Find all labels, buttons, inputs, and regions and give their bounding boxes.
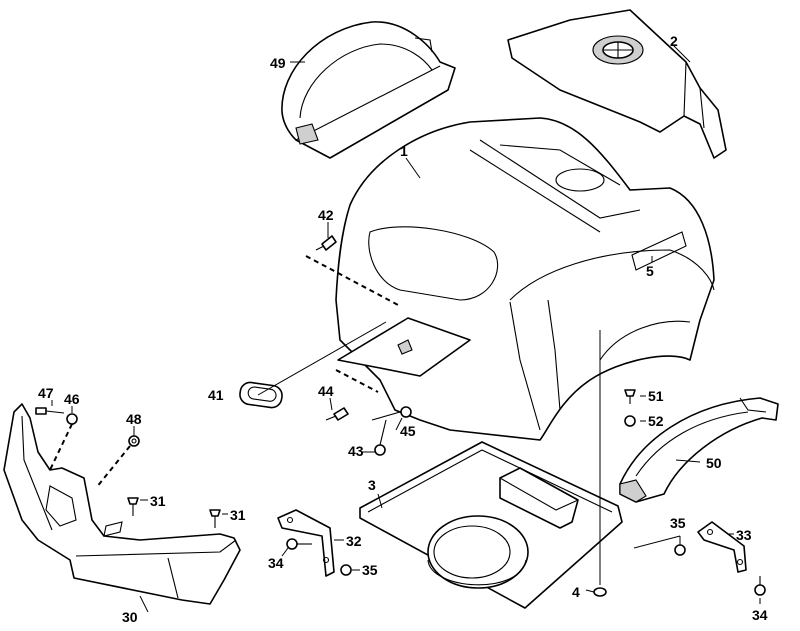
fastener-35-nut-left[interactable] [340, 564, 352, 576]
callout-2: 2 [670, 33, 678, 49]
callout-41: 41 [208, 387, 224, 403]
callout-52: 52 [648, 413, 664, 429]
part-33-bracket[interactable] [697, 521, 747, 573]
part-50-fender[interactable] [619, 397, 779, 503]
part-49-seat-cover[interactable] [281, 21, 456, 159]
callout-34-right: 34 [752, 607, 768, 623]
part-3-floor-tray[interactable] [359, 441, 623, 609]
callout-1: 1 [400, 143, 408, 159]
part-30-front-bumper[interactable] [3, 403, 241, 605]
assembly-line-48 [95, 445, 131, 489]
callout-45: 45 [400, 423, 416, 439]
fastener-47-screw[interactable] [35, 407, 65, 415]
fastener-45-clip[interactable] [371, 406, 412, 421]
callout-50: 50 [706, 455, 722, 471]
fastener-35-nut-right[interactable] [674, 544, 686, 556]
callout-31-right: 31 [230, 507, 246, 523]
fastener-48-washer[interactable] [128, 435, 140, 447]
assembly-line-44 [335, 369, 379, 393]
callout-51: 51 [648, 388, 664, 404]
callout-34-left: 34 [268, 555, 284, 571]
callout-35-left: 35 [362, 562, 378, 578]
fastener-51-screw[interactable] [624, 389, 636, 404]
assembly-line-46 [49, 423, 73, 471]
callout-30: 30 [122, 609, 138, 625]
callout-31-left: 31 [150, 493, 166, 509]
fastener-44-screw[interactable] [325, 407, 349, 421]
part-32-bracket[interactable] [277, 509, 335, 577]
callout-47: 47 [38, 385, 54, 401]
fastener-42-screw[interactable] [315, 235, 337, 251]
fastener-43-pin[interactable] [374, 419, 387, 456]
part-2-top-panel[interactable] [507, 9, 727, 159]
part-41-reflector[interactable] [239, 381, 284, 409]
fastener-31-screw-right[interactable] [209, 509, 221, 528]
callout-43: 43 [348, 443, 364, 459]
callout-44: 44 [318, 383, 334, 399]
callout-35-right: 35 [670, 515, 686, 531]
leader-lines [51, 43, 761, 613]
callout-46: 46 [64, 391, 80, 407]
fastener-4-washer[interactable] [593, 587, 607, 597]
callout-33: 33 [736, 527, 752, 543]
callout-49: 49 [270, 55, 286, 71]
fastener-52-washer[interactable] [624, 415, 636, 427]
fastener-34-bolt-right[interactable] [754, 576, 766, 596]
callout-48: 48 [126, 411, 142, 427]
callout-labels: 49 2 1 42 5 41 44 43 45 3 4 51 52 50 35 … [38, 33, 768, 625]
callout-3: 3 [368, 477, 376, 493]
fastener-34-bolt-left[interactable] [286, 538, 312, 550]
fastener-46-nut[interactable] [66, 413, 78, 425]
callout-42: 42 [318, 207, 334, 223]
fastener-31-screw-left[interactable] [127, 497, 139, 516]
callout-5: 5 [646, 263, 654, 279]
callout-4: 4 [572, 584, 580, 600]
callout-32: 32 [346, 533, 362, 549]
part-plate-decal [337, 317, 471, 377]
